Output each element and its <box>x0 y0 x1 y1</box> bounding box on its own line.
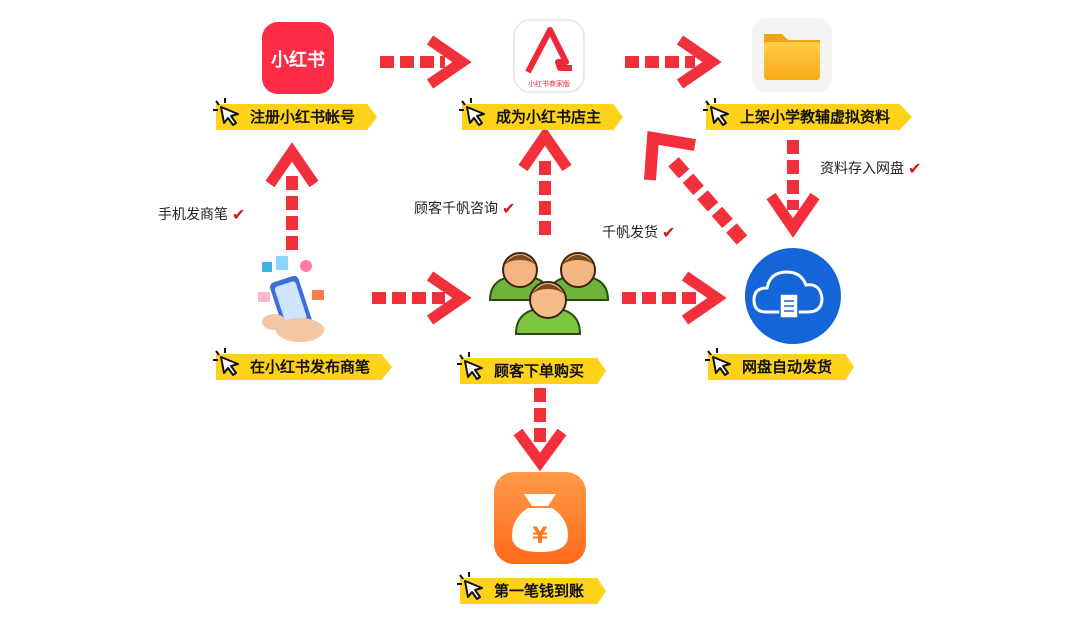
node-listing: 上架小学教辅虚拟资料 <box>703 98 913 132</box>
cursor-click-icon <box>705 348 731 376</box>
node-register: 注册小红书帐号 <box>213 98 378 132</box>
edge-label-qianfan-ship: 千帆发货 ✔ <box>602 222 675 242</box>
node-first-income: 第一笔钱到账 <box>457 572 607 606</box>
check-icon: ✔ <box>662 222 676 242</box>
xiaohongshu-app-icon: 小红书 <box>262 22 334 94</box>
node-order: 顾客下单购买 <box>457 352 607 386</box>
node-publish-label: 在小红书发布商笔 <box>216 354 393 380</box>
cursor-click-icon <box>703 98 729 126</box>
node-merchant: 成为小红书店主 <box>459 98 624 132</box>
node-merchant-label: 成为小红书店主 <box>462 104 624 130</box>
node-order-label: 顾客下单购买 <box>460 358 607 384</box>
cursor-click-icon <box>459 98 485 126</box>
arrow-cloud-to-merchant <box>644 130 748 245</box>
arrow-publish-to-order <box>372 271 472 325</box>
arrow-order-to-merchant <box>518 126 572 235</box>
check-icon: ✔ <box>232 204 246 224</box>
money-bag-app-icon: ¥ <box>494 472 586 564</box>
node-first-income-label: 第一笔钱到账 <box>460 578 607 604</box>
folder-icon <box>752 18 832 92</box>
node-auto-ship: 网盘自动发货 <box>705 348 855 382</box>
node-publish: 在小红书发布商笔 <box>213 348 393 382</box>
cloud-drive-icon <box>745 248 841 344</box>
cursor-click-icon <box>457 352 483 380</box>
svg-text:小红书商家版: 小红书商家版 <box>528 79 570 88</box>
arrow-publish-to-register <box>265 142 319 250</box>
arrow-listing-to-cloud <box>766 140 820 238</box>
arrow-merchant-to-listing <box>625 35 722 89</box>
edge-label-phone-post-text: 手机发商笔 <box>158 207 228 223</box>
cursor-click-icon <box>213 348 239 376</box>
xiaohongshu-merchant-app-icon: 小红书商家版 <box>513 19 585 93</box>
cursor-click-icon <box>457 572 483 600</box>
node-listing-label: 上架小学教辅虚拟资料 <box>706 104 913 130</box>
svg-text:¥: ¥ <box>532 524 548 549</box>
arrow-order-to-income <box>513 388 567 472</box>
edge-label-qianfan-consult-text: 顾客千帆咨询 <box>414 201 498 217</box>
check-icon: ✔ <box>502 198 516 218</box>
edge-label-store-cloud-text: 资料存入网盘 <box>820 161 904 177</box>
edge-label-qianfan-consult: 顾客千帆咨询 ✔ <box>414 198 515 218</box>
edge-label-qianfan-ship-text: 千帆发货 <box>602 225 658 241</box>
arrow-register-to-merchant <box>380 35 472 89</box>
customers-group-icon <box>488 252 610 335</box>
node-register-label: 注册小红书帐号 <box>216 104 378 130</box>
phone-shopping-illustration-icon <box>258 256 324 342</box>
arrows <box>265 35 820 472</box>
edge-label-phone-post: 手机发商笔 ✔ <box>158 204 245 224</box>
cursor-click-icon <box>213 98 239 126</box>
node-auto-ship-label: 网盘自动发货 <box>708 354 855 380</box>
edge-label-store-cloud: 资料存入网盘 ✔ <box>820 158 921 178</box>
arrow-order-to-cloud <box>622 271 727 325</box>
check-icon: ✔ <box>908 158 922 178</box>
svg-text:小红书: 小红书 <box>271 49 325 71</box>
